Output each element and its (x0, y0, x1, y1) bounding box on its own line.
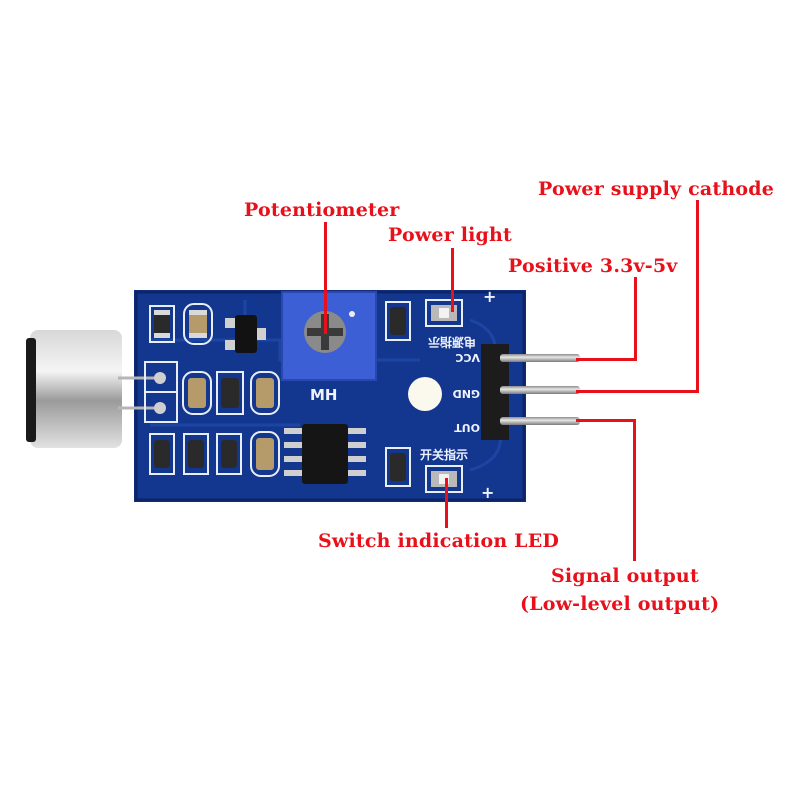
label-signal-output-note: (Low-level output) (520, 593, 720, 615)
label-switch-indication-led: Switch indication LED (318, 530, 560, 552)
smd-components (149, 303, 280, 477)
leader-power-light (451, 248, 454, 312)
potentiometer[interactable] (281, 291, 377, 381)
comparator-chip (284, 424, 366, 484)
leader-cathode-v (696, 200, 699, 393)
label-positive-supply: Positive 3.3v-5v (508, 255, 678, 277)
power-led-label: 电源指示 (428, 335, 476, 350)
microphone (26, 330, 160, 448)
pin-out (500, 417, 580, 425)
leader-positive-h (576, 358, 637, 361)
leader-switch-led (445, 478, 448, 528)
label-power-light: Power light (388, 224, 513, 246)
power-led-plus: + (483, 287, 496, 306)
pin-gnd (500, 386, 580, 394)
pin-header (481, 344, 580, 440)
power-led (425, 299, 463, 327)
leader-cathode-h (576, 390, 699, 393)
switch-led-label: 开关指示 (420, 447, 468, 462)
leader-signal-v (633, 419, 636, 561)
leader-positive-v (634, 277, 637, 361)
mounting-hole (408, 377, 442, 411)
label-power-supply-cathode: Power supply cathode (538, 178, 774, 200)
leader-potentiometer (324, 222, 327, 334)
leader-signal-h (576, 419, 636, 422)
pot-marking: MH (310, 386, 337, 404)
label-signal-output: Signal output (551, 565, 699, 587)
switch-led (425, 465, 463, 493)
pin-vcc (500, 354, 580, 362)
switch-led-plus: + (481, 483, 494, 502)
label-potentiometer: Potentiometer (244, 199, 400, 221)
pin-label-vcc: VCC (455, 351, 480, 364)
pin-label-out: OUT (454, 421, 480, 434)
pin-label-gnd: GND (453, 387, 480, 400)
